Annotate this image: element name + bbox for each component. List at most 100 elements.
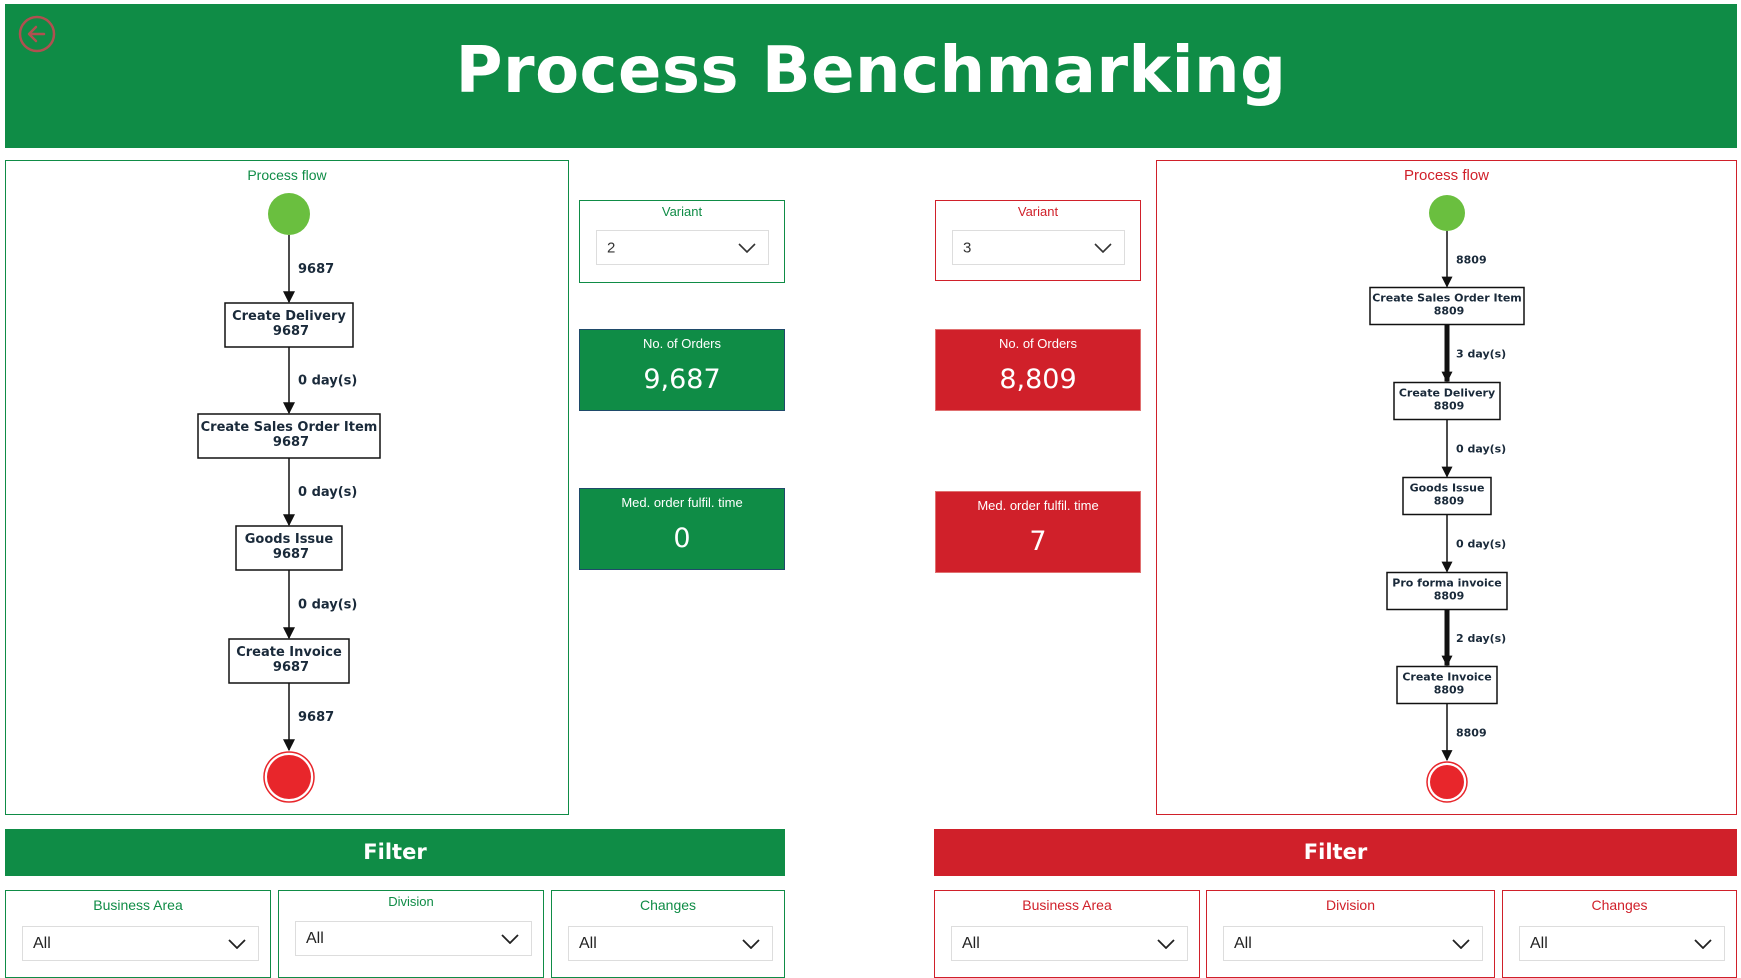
left-variant-dropdown[interactable]: 2 — [596, 230, 769, 265]
left-changes-slicer: Changes All — [551, 890, 785, 978]
left-division-dropdown[interactable]: All — [295, 921, 532, 956]
left-process-flow-panel: Process flow 9687 0 day(s) 0 day(s) 0 day(s… — [5, 160, 569, 815]
chevron-down-icon — [228, 938, 246, 949]
flow-node-label: Create Invoice — [236, 645, 342, 660]
left-business-area-label: Business Area — [93, 897, 183, 913]
right-filter-bar: Filter — [934, 829, 1737, 876]
left-business-area-value: All — [33, 934, 51, 952]
right-division-value: All — [1234, 934, 1252, 952]
flow-edge-label: 2 day(s) — [1456, 632, 1506, 645]
flow-node-label: Goods Issue — [1410, 482, 1485, 495]
end-node — [1430, 765, 1464, 799]
left-changes-dropdown[interactable]: All — [568, 926, 773, 961]
page-title: Process Benchmarking — [455, 34, 1287, 108]
start-node — [1429, 195, 1465, 231]
flow-node-count: 9687 — [273, 324, 309, 339]
right-orders-card: No. of Orders 8,809 — [935, 329, 1141, 411]
right-process-flow-diagram: 8809 3 day(s) 0 day(s) 0 day(s) 2 day(s) 8809… — [1369, 195, 1525, 803]
left-business-area-dropdown[interactable]: All — [22, 926, 259, 961]
left-division-slicer: Division All — [278, 890, 544, 978]
flow-edge-label: 0 day(s) — [1456, 538, 1506, 551]
flow-node-count: 8809 — [1434, 590, 1465, 603]
right-business-area-value: All — [962, 934, 980, 952]
right-changes-dropdown[interactable]: All — [1519, 926, 1725, 961]
chevron-down-icon — [738, 242, 756, 253]
flow-node-count: 8809 — [1434, 684, 1465, 697]
flow-edge-label: 0 day(s) — [298, 374, 357, 389]
right-variant-dropdown[interactable]: 3 — [952, 230, 1125, 265]
flow-node-count: 8809 — [1434, 400, 1465, 413]
flow-node-count: 9687 — [273, 435, 309, 450]
right-business-area-dropdown[interactable]: All — [951, 926, 1188, 961]
flow-node-count: 8809 — [1434, 495, 1465, 508]
left-orders-label: No. of Orders — [642, 336, 722, 351]
flow-node-label: Create Invoice — [1402, 671, 1491, 684]
right-changes-label: Changes — [1591, 897, 1648, 913]
left-filter-bar: Filter — [5, 829, 785, 876]
flow-edge-label: 0 day(s) — [1456, 443, 1506, 456]
right-variant-label: Variant — [1017, 204, 1059, 219]
chevron-down-icon — [1452, 938, 1470, 949]
right-business-area-label: Business Area — [1022, 897, 1112, 913]
flow-edge-label: 9687 — [298, 262, 334, 277]
right-changes-slicer: Changes All — [1502, 890, 1737, 978]
page-header: Process Benchmarking — [5, 4, 1737, 148]
left-variant-label: Variant — [661, 204, 703, 219]
right-division-label: Division — [1325, 897, 1375, 913]
chevron-down-icon — [1157, 938, 1175, 949]
chevron-down-icon — [742, 938, 760, 949]
right-process-flow-panel: Process flow 8809 3 day(s) 0 day(s) 0 day(s… — [1156, 160, 1737, 815]
left-orders-value: 9,687 — [643, 364, 721, 395]
flow-node-label: Pro forma invoice — [1392, 577, 1501, 590]
flow-node-label: Create Sales Order Item — [201, 420, 378, 435]
right-division-dropdown[interactable]: All — [1223, 926, 1483, 961]
left-process-flow-title: Process flow — [247, 167, 327, 183]
left-variant-slicer: Variant 2 — [579, 200, 785, 283]
flow-node-count: 9687 — [273, 547, 309, 562]
flow-node-count: 8809 — [1434, 305, 1465, 318]
left-fulfil-card: Med. order fulfil. time 0 — [579, 488, 785, 570]
left-division-value: All — [306, 929, 324, 947]
flow-edge-label: 8809 — [1456, 726, 1487, 739]
right-changes-value: All — [1530, 934, 1548, 952]
right-fulfil-card: Med. order fulfil. time 7 — [935, 491, 1141, 573]
left-changes-value: All — [579, 934, 597, 952]
right-business-area-slicer: Business Area All — [934, 890, 1200, 978]
right-fulfil-label: Med. order fulfil. time — [977, 498, 1099, 513]
right-variant-value: 3 — [963, 239, 972, 256]
flow-edge-label: 9687 — [298, 710, 334, 725]
flow-edge-label: 0 day(s) — [298, 485, 357, 500]
flow-node-count: 9687 — [273, 660, 309, 675]
flow-edge-label: 8809 — [1456, 253, 1487, 266]
flow-node-label: Create Delivery — [232, 309, 346, 324]
left-changes-label: Changes — [639, 897, 697, 913]
back-arrow-icon[interactable] — [17, 14, 57, 54]
right-process-flow-title: Process flow — [1403, 167, 1490, 184]
right-fulfil-value: 7 — [1029, 526, 1047, 557]
chevron-down-icon — [1094, 242, 1112, 253]
end-node — [267, 755, 311, 799]
chevron-down-icon — [501, 933, 519, 944]
flow-edge-label: 0 day(s) — [298, 598, 357, 613]
flow-node-label: Create Delivery — [1399, 387, 1495, 400]
left-orders-card: No. of Orders 9,687 — [579, 329, 785, 411]
left-variant-value: 2 — [607, 239, 616, 256]
right-division-slicer: Division All — [1206, 890, 1495, 978]
start-node — [268, 193, 310, 235]
chevron-down-icon — [1694, 938, 1712, 949]
flow-edge-label: 3 day(s) — [1456, 348, 1506, 361]
left-business-area-slicer: Business Area All — [5, 890, 271, 978]
left-fulfil-value: 0 — [673, 523, 691, 554]
right-orders-value: 8,809 — [999, 364, 1077, 395]
left-fulfil-label: Med. order fulfil. time — [621, 495, 743, 510]
